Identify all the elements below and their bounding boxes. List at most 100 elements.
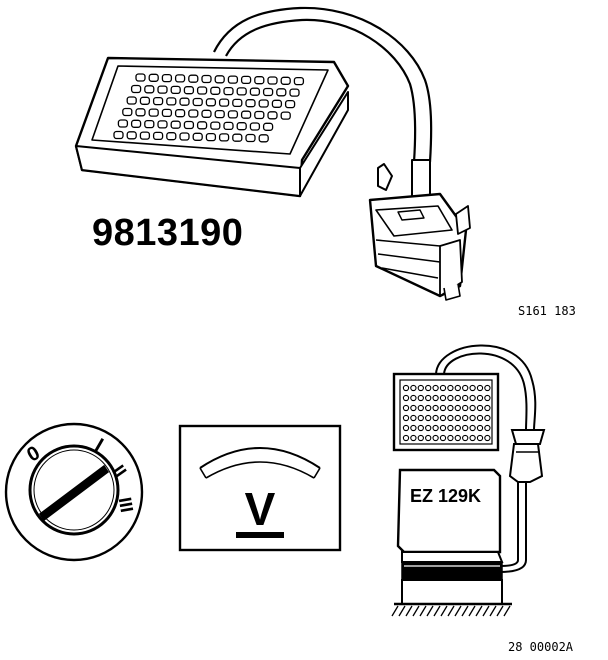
- ecu-socket: [425, 384, 432, 392]
- ecu-socket: [432, 394, 439, 402]
- voltmeter: V: [178, 424, 342, 552]
- ecu-socket: [476, 404, 484, 412]
- ecu-socket: [454, 394, 461, 402]
- breakout-socket: [166, 132, 177, 141]
- breakout-socket: [161, 73, 173, 83]
- key-slot: [38, 464, 110, 522]
- breakout-socket: [196, 86, 208, 95]
- ecu-socket: [476, 394, 484, 402]
- breakout-socket: [232, 133, 243, 142]
- ecu-socket: [454, 424, 461, 432]
- ecu-label: EZ 129K: [410, 486, 481, 506]
- breakout-socket: [276, 88, 287, 97]
- ecu-socket: [469, 384, 476, 392]
- breakout-box-adapter: [74, 6, 471, 301]
- breakout-socket: [249, 122, 261, 131]
- hatch-line: [412, 605, 420, 617]
- breakout-socket: [201, 109, 212, 118]
- ecu-socket: [410, 434, 417, 442]
- ecu-socket: [439, 384, 447, 392]
- ecu-socket: [402, 414, 410, 422]
- breakout-socket: [113, 130, 124, 140]
- ecu-socket: [469, 404, 476, 412]
- voltmeter-dc-bar: [236, 532, 284, 538]
- breakout-socket: [240, 75, 252, 85]
- breakout-socket: [139, 96, 151, 105]
- breakout-socket: [205, 132, 217, 142]
- ecu-socket: [454, 414, 461, 422]
- breakout-socket: [152, 131, 164, 141]
- ecu-socket: [432, 404, 439, 412]
- ecu-socket: [484, 404, 491, 412]
- ecu-socket: [417, 404, 424, 412]
- ecu-socket: [417, 424, 424, 432]
- breakout-socket: [192, 97, 203, 107]
- breakout-socket: [201, 74, 212, 84]
- ecu-socket: [439, 424, 447, 432]
- breakout-socket: [183, 120, 195, 130]
- ecu-socket: [462, 394, 469, 402]
- ecu-socket-grid: [402, 384, 491, 442]
- breakout-socket: [157, 85, 168, 94]
- ecu-socket: [402, 434, 410, 442]
- ecu-socket: [402, 394, 410, 402]
- breakout-socket: [170, 85, 181, 95]
- breakout-socket: [179, 97, 190, 106]
- ecu-socket: [439, 394, 447, 402]
- ecu-socket: [439, 404, 447, 412]
- ecu-socket: [476, 414, 484, 422]
- breakout-socket: [130, 119, 142, 128]
- ecu-socket: [469, 414, 476, 422]
- breakout-socket: [161, 108, 173, 118]
- breakout-socket: [192, 132, 203, 141]
- breakout-socket: [170, 120, 181, 129]
- breakout-socket: [218, 133, 230, 142]
- ecu-socket: [439, 414, 447, 422]
- breakout-socket: [240, 110, 252, 119]
- hatch-line: [475, 605, 483, 617]
- hatch-line: [391, 605, 399, 617]
- ecu-socket: [447, 414, 454, 422]
- breakout-socket: [267, 111, 278, 120]
- ecu-socket: [432, 434, 439, 442]
- ignition-switch: 0 I II III: [4, 422, 144, 562]
- hatch-line: [489, 605, 497, 617]
- ecu-socket: [447, 404, 454, 412]
- breakout-socket: [126, 96, 137, 105]
- ecu-socket: [432, 414, 439, 422]
- hatch-line: [398, 605, 406, 617]
- breakout-socket: [258, 134, 269, 143]
- hatch-line: [461, 605, 469, 617]
- breakout-socket: [188, 109, 199, 118]
- ecu-socket: [417, 384, 424, 392]
- breakout-socket: [135, 73, 146, 82]
- ecu-socket: [425, 394, 432, 402]
- ecu-socket: [484, 394, 491, 402]
- breakout-socket: [267, 76, 278, 85]
- breakout-socket: [174, 109, 186, 118]
- breakout-socket-grid: [113, 73, 305, 143]
- breakout-socket: [139, 131, 151, 140]
- breakout-socket: [254, 110, 265, 120]
- breakout-socket: [210, 86, 221, 95]
- ecu-socket: [447, 384, 454, 392]
- hatch-line: [447, 605, 455, 617]
- hatch-line: [468, 605, 476, 617]
- breakout-socket: [249, 87, 261, 96]
- ecu-socket: [402, 404, 410, 412]
- ecu-socket: [432, 384, 439, 392]
- breakout-socket: [166, 97, 177, 106]
- breakout-socket: [148, 108, 159, 117]
- breakout-socket: [148, 73, 159, 82]
- hatch-line: [496, 605, 504, 617]
- breakout-socket: [258, 99, 269, 108]
- ecu-socket: [462, 384, 469, 392]
- ground-hatching: [391, 605, 511, 617]
- ecu-socket: [410, 414, 417, 422]
- breakout-socket: [126, 131, 137, 140]
- ecu-socket: [476, 434, 484, 442]
- ecu-socket: [469, 394, 476, 402]
- breakout-socket: [144, 119, 155, 129]
- breakout-socket: [262, 122, 274, 131]
